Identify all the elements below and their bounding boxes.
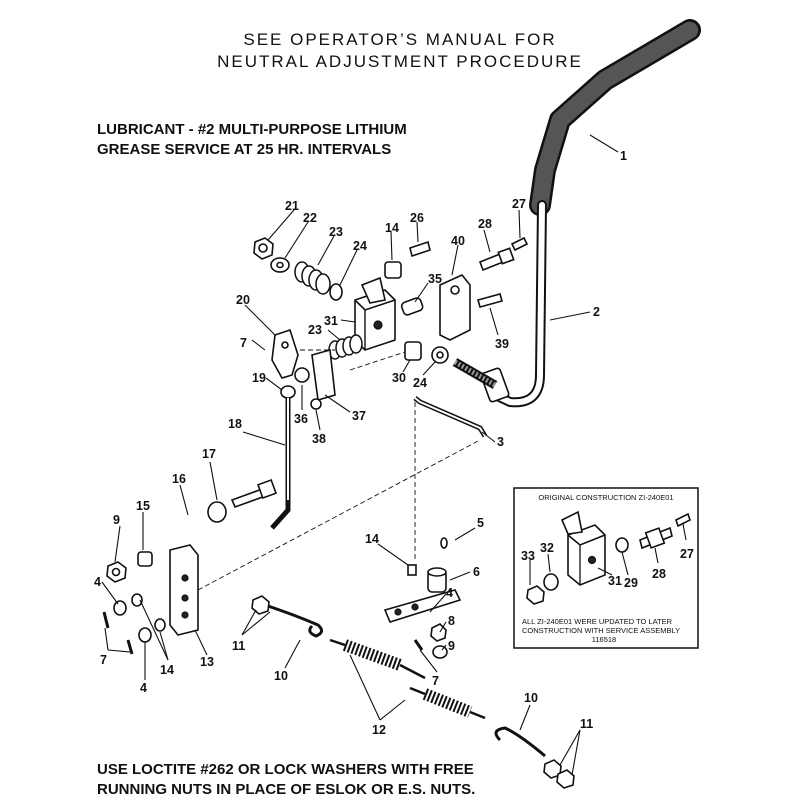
callout-36: 36 [294,412,308,426]
assembly-lines [197,349,481,591]
callout-20: 20 [236,293,250,307]
callout-28-inset: 28 [652,567,666,581]
lower-left-hardware [102,544,199,655]
header-line-1: SEE OPERATOR’S MANUAL FOR [243,30,557,49]
control-lever [452,19,701,408]
callout-32: 32 [540,541,554,555]
inset-note-line-3: 116518 [592,635,616,644]
callout-8: 8 [448,614,455,628]
callout-9-left: 9 [113,513,120,527]
callout-40: 40 [451,234,465,248]
inset-title: ORIGINAL CONSTRUCTION ZI-240E01 [538,493,673,502]
callout-10-right: 10 [524,691,538,705]
callout-13: 13 [200,655,214,669]
callout-numbers: 1 2 3 5 6 4 8 9 7 21 22 23 24 14 26 40 2… [94,149,694,737]
lubricant-note: LUBRICANT - #2 MULTI-PURPOSE LITHIUM GRE… [97,120,407,160]
callout-7-upper: 7 [240,336,247,350]
callout-4-center: 4 [446,586,453,600]
callout-19: 19 [252,371,266,385]
inset-note-line-1: ALL ZI-240E01 WERE UPDATED TO LATER [522,617,673,626]
callout-7-left: 7 [100,653,107,667]
callout-2: 2 [593,305,600,319]
callout-14-left: 14 [160,663,174,677]
callout-24-lower: 24 [413,376,427,390]
footer-line-1: USE LOCTITE #262 OR LOCK WASHERS WITH FR… [97,761,474,778]
rods [207,396,488,530]
springs [251,595,575,789]
callout-3: 3 [497,435,504,449]
callout-6: 6 [473,565,480,579]
callout-24-top: 24 [353,239,367,253]
callout-39: 39 [495,337,509,351]
callout-23-lower: 23 [308,323,322,337]
callout-18: 18 [228,417,242,431]
callout-4-left: 4 [94,575,101,589]
callout-11-right: 11 [580,717,593,731]
footer-line-2: RUNNING NUTS IN PLACE OF ESLOK OR E.S. N… [97,781,476,798]
callout-21: 21 [285,199,299,213]
callout-22: 22 [303,211,317,225]
callout-37: 37 [352,409,366,423]
inset-original-construction: ORIGINAL CONSTRUCTION ZI-240E01 ALL ZI-2… [513,487,699,649]
callout-1: 1 [620,149,627,163]
callout-33: 33 [521,549,535,563]
callout-10-left: 10 [274,669,288,683]
callout-38: 38 [312,432,326,446]
inset-note-line-2: CONSTRUCTION WITH SERVICE ASSEMBLY [522,626,680,635]
pivot-arm [383,537,462,659]
callout-5: 5 [477,516,484,530]
callout-11-left: 11 [232,639,245,653]
lubricant-line-2: GREASE SERVICE AT 25 HR. INTERVALS [97,141,392,158]
callout-7-center: 7 [432,674,439,688]
callout-14-center: 14 [365,532,379,546]
callout-27-inset: 27 [680,547,694,561]
callout-9-center: 9 [448,639,455,653]
callout-31: 31 [324,314,338,328]
callout-27: 27 [512,197,526,211]
callout-35: 35 [428,272,442,286]
callout-12: 12 [372,723,386,737]
callout-15: 15 [136,499,150,513]
header-line-2: NEUTRAL ADJUSTMENT PROCEDURE [217,52,583,71]
callout-29: 29 [624,576,638,590]
callout-26: 26 [410,211,424,225]
callout-31-inset: 31 [608,574,622,588]
callout-4-bottom: 4 [140,681,147,695]
upper-hardware [253,236,529,410]
leader-lines [101,134,687,776]
callout-14-top: 14 [385,221,399,235]
callout-28: 28 [478,217,492,231]
footer-note: USE LOCTITE #262 OR LOCK WASHERS WITH FR… [97,760,475,800]
callout-16: 16 [172,472,186,486]
callout-30: 30 [392,371,406,385]
lubricant-line-1: LUBRICANT - #2 MULTI-PURPOSE LITHIUM [97,121,407,138]
callout-17: 17 [202,447,216,461]
callout-23-top: 23 [329,225,343,239]
